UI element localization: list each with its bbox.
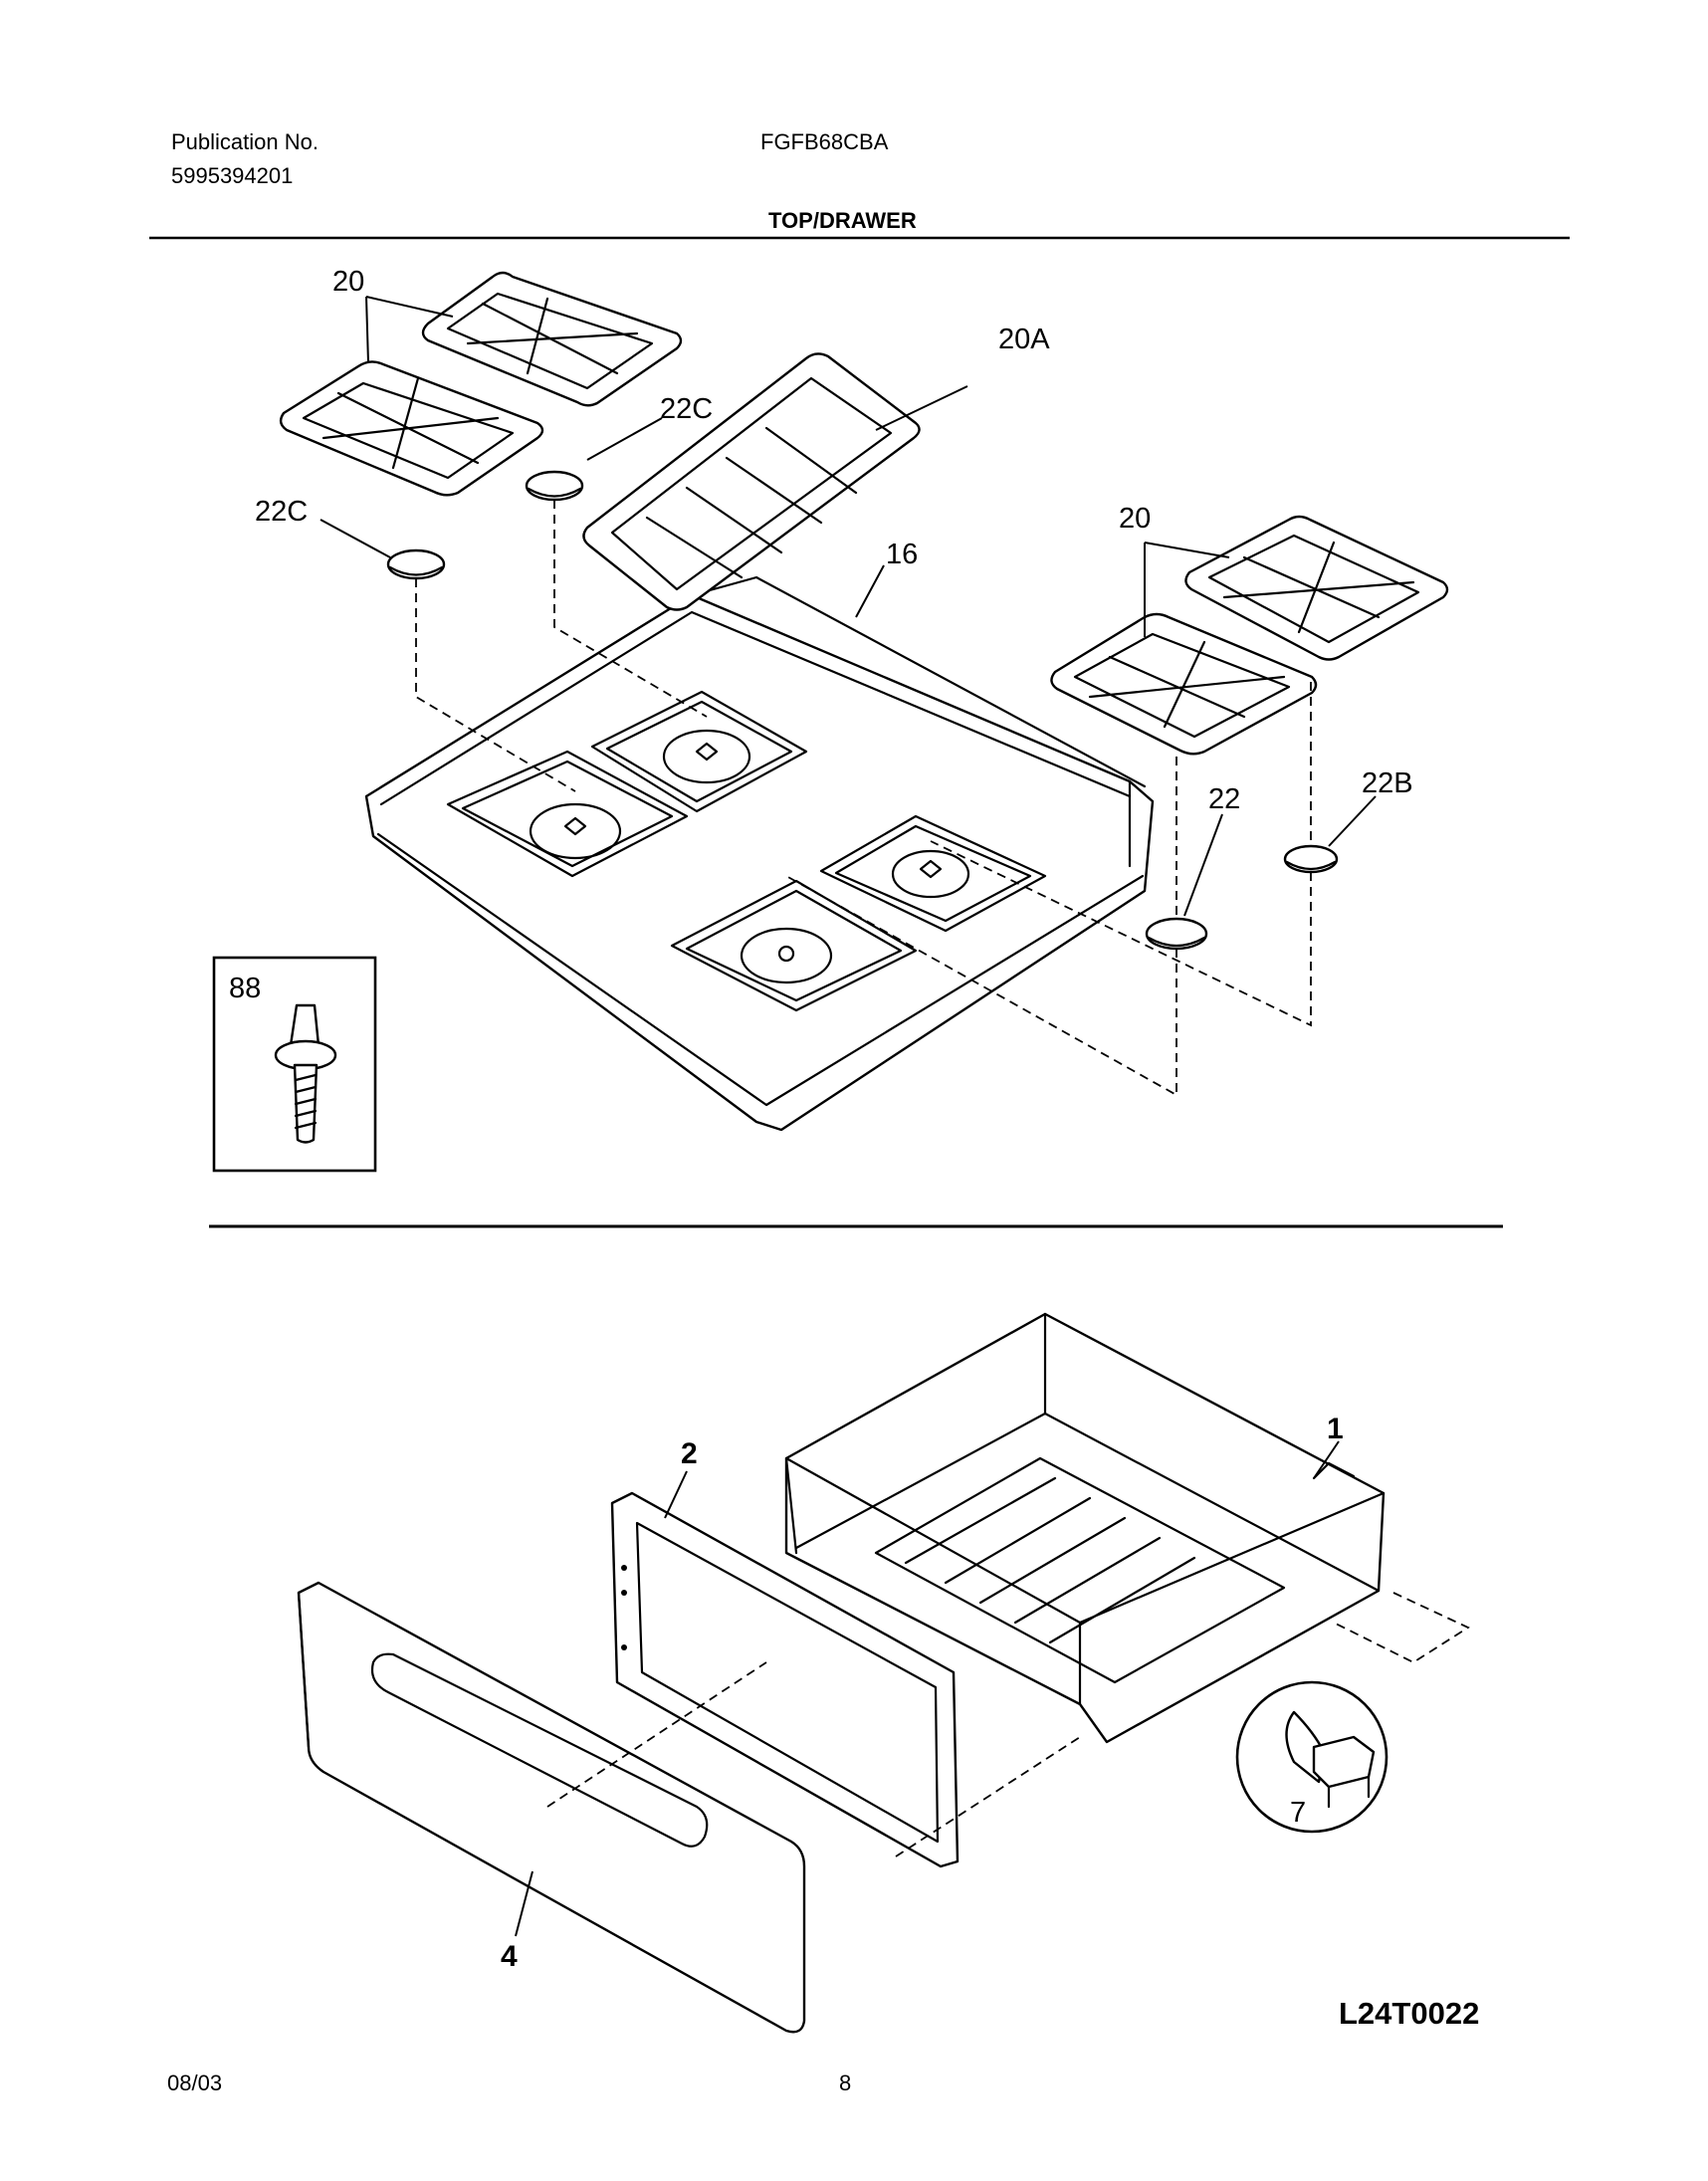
callout-2: 2 (681, 1437, 698, 1470)
burner-cap-22c-front (386, 548, 446, 580)
burner-cap-22b (1283, 844, 1339, 874)
cooktop-main-top (364, 575, 1155, 1132)
drawer-front-panel (297, 1581, 806, 2034)
center-grate (582, 352, 921, 611)
callout-20a: 20A (998, 324, 1050, 355)
callout-22b: 22B (1362, 767, 1413, 799)
drawer-inner-panel (610, 1491, 960, 1868)
callout-88: 88 (229, 973, 261, 1004)
section-title: TOP/DRAWER (768, 208, 917, 233)
diagram-code: L24T0022 (1339, 1996, 1480, 2031)
burner-cap-22 (1145, 917, 1208, 951)
callout-22: 22 (1208, 783, 1240, 815)
callout-4: 4 (501, 1940, 518, 1973)
grate-right-front (1050, 612, 1318, 756)
callout-22c-rear: 22C (660, 393, 713, 425)
callout-16: 16 (886, 539, 918, 570)
screw-inset-box: 88 (212, 956, 377, 1173)
screw-icon (274, 1003, 337, 1144)
callout-20-left: 20 (332, 266, 364, 298)
grate-left-rear (421, 271, 683, 407)
publication-label: Publication No. (171, 129, 319, 154)
page-number: 8 (839, 2071, 852, 2095)
grate-right-rear (1184, 515, 1449, 661)
roller-inset: 7 (1235, 1680, 1388, 1834)
callout-1: 1 (1327, 1413, 1344, 1445)
callout-20-right: 20 (1119, 503, 1151, 535)
publication-number: 5995394201 (171, 163, 294, 188)
drawer-body (784, 1312, 1386, 1744)
footer-date: 08/03 (167, 2071, 223, 2095)
roller-icon (1285, 1710, 1376, 1809)
burner-cap-22c-rear (525, 470, 584, 502)
model-number: FGFB68CBA (760, 129, 889, 154)
grate-left-front (279, 360, 544, 497)
callout-22c-front: 22C (255, 496, 308, 528)
callout-7: 7 (1290, 1797, 1306, 1829)
